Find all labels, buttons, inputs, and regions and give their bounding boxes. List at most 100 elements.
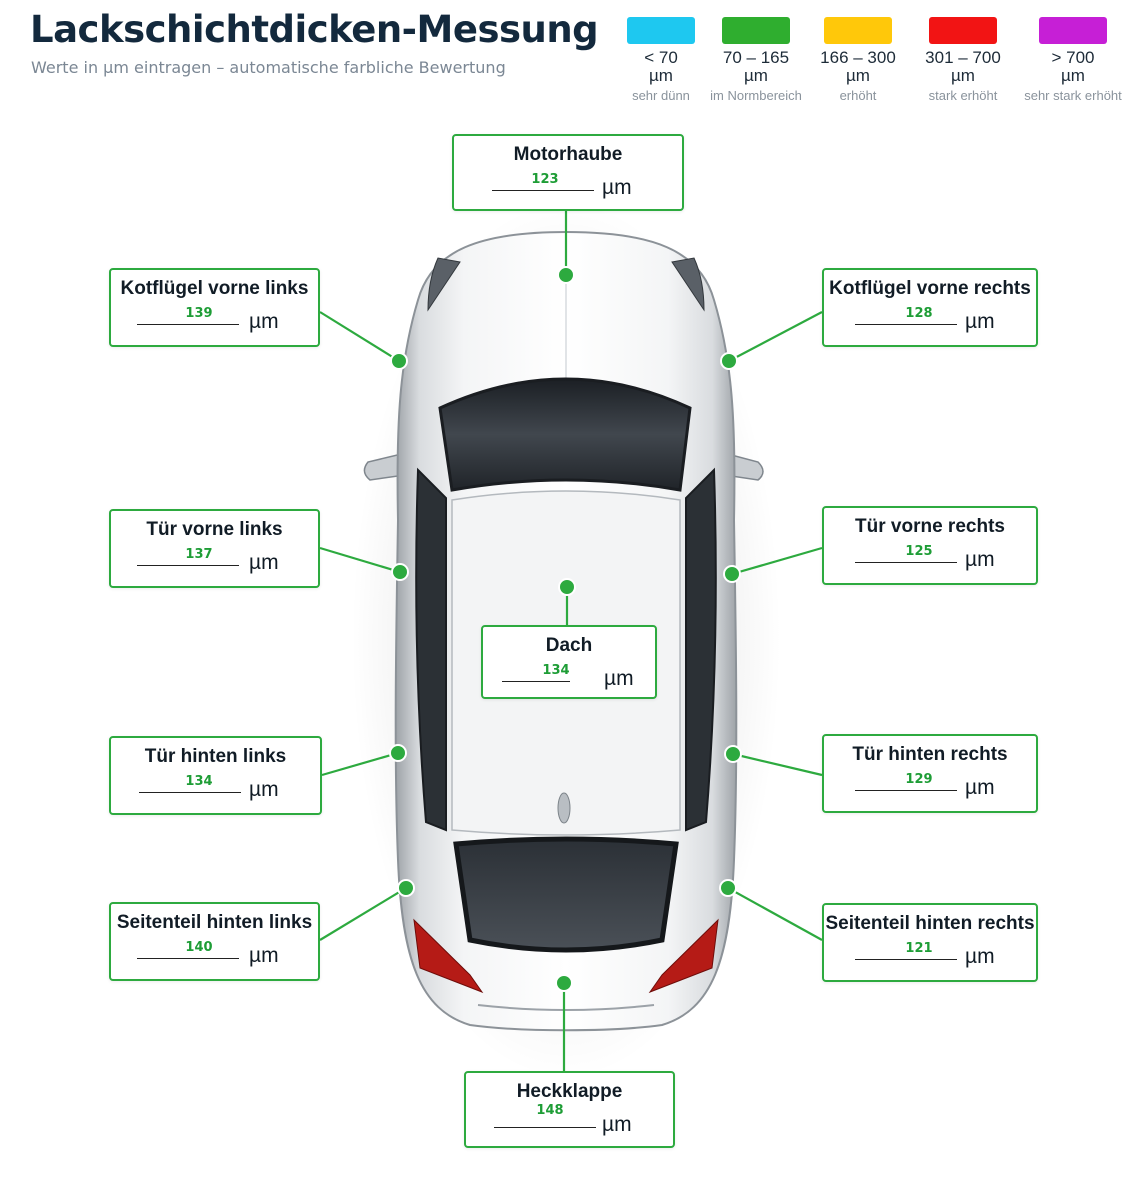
panel-label: Heckklappe <box>516 1081 623 1102</box>
legend-description: sehr dünn <box>632 88 690 103</box>
box-heckklappe: Heckklappe 148 µm <box>464 1071 675 1148</box>
input-underline <box>855 790 957 791</box>
unit-label: µm <box>965 945 995 968</box>
legend-description: stark erhöht <box>928 88 998 103</box>
legend-unit: µm <box>951 66 975 85</box>
windshield <box>438 377 692 492</box>
input-underline <box>855 562 957 563</box>
box-kotfluegel-vorne-rechts: Kotflügel vorne rechts 128 µm <box>822 268 1038 347</box>
unit-label: µm <box>965 310 995 333</box>
connector-tuer-vl <box>319 546 401 574</box>
connector-kotfluegel-vr <box>728 311 823 362</box>
legend-item-very-thin: < 70 µm sehr dünn <box>606 17 716 107</box>
measurement-input[interactable]: 125 <box>905 544 933 559</box>
legend-unit: µm <box>846 66 870 85</box>
input-underline <box>139 792 241 793</box>
legend-range: 166 – 300 <box>820 48 896 67</box>
measurement-input[interactable]: 140 <box>185 940 213 955</box>
connector-seitenteil-hr <box>727 887 823 941</box>
point-tuer-hr[interactable] <box>724 745 742 763</box>
measurement-input[interactable]: 134 <box>185 774 213 789</box>
measurement-input[interactable]: 129 <box>905 772 933 787</box>
point-dach[interactable] <box>558 578 576 596</box>
measurement-input[interactable]: 128 <box>905 306 933 321</box>
headlight-left <box>427 257 461 312</box>
antenna <box>557 792 571 824</box>
point-tuer-vr[interactable] <box>723 565 741 583</box>
legend-item-normal: 70 – 165 µm im Normbereich <box>701 17 811 107</box>
legend-range: 70 – 165 <box>722 48 790 67</box>
page-subtitle: Werte in µm eintragen – automatische far… <box>31 58 506 77</box>
point-kotfluegel-vr[interactable] <box>720 352 738 370</box>
rear-window <box>453 836 679 953</box>
unit-label: µm <box>249 944 279 967</box>
panel-label: Tür vorne rechts <box>855 516 1005 537</box>
point-tuer-hl[interactable] <box>389 744 407 762</box>
window-right <box>685 467 717 832</box>
input-underline <box>494 1127 596 1128</box>
measurement-input[interactable]: 134 <box>542 663 570 678</box>
legend-item-strongly-elevated: 301 – 700 µm stark erhöht <box>908 17 1018 107</box>
point-motorhaube[interactable] <box>557 266 575 284</box>
panel-label: Seitenteil hinten rechts <box>825 913 1035 934</box>
legend-unit: µm <box>1061 66 1085 85</box>
input-underline <box>502 681 570 682</box>
legend-description: im Normbereich <box>710 88 802 103</box>
legend-range: 301 – 700 <box>925 48 1001 67</box>
point-heckklappe[interactable] <box>555 974 573 992</box>
taillight-right <box>648 918 719 994</box>
measurement-input[interactable]: 148 <box>536 1103 564 1118</box>
page-title: Lackschichtdicken-Messung <box>30 8 599 51</box>
measurement-input[interactable]: 123 <box>531 172 559 187</box>
input-underline <box>137 958 239 959</box>
input-underline <box>855 959 957 960</box>
legend-swatch <box>1039 17 1107 44</box>
unit-label: µm <box>965 776 995 799</box>
legend-swatch <box>627 17 695 44</box>
box-tuer-hinten-rechts: Tür hinten rechts 129 µm <box>822 734 1038 813</box>
input-underline <box>137 324 239 325</box>
point-kotfluegel-vl[interactable] <box>390 352 408 370</box>
measurement-input[interactable]: 139 <box>185 306 213 321</box>
box-seitenteil-hinten-rechts: Seitenteil hinten rechts 121 µm <box>822 903 1038 982</box>
box-tuer-vorne-links: Tür vorne links 137 µm <box>109 509 320 588</box>
measurement-input[interactable]: 137 <box>185 547 213 562</box>
panel-label: Kotflügel vorne links <box>120 278 309 299</box>
connector-tuer-hr <box>732 752 823 777</box>
panel-label: Seitenteil hinten links <box>116 912 313 933</box>
measurement-points <box>389 266 742 992</box>
legend-range: > 700 <box>1051 48 1095 67</box>
point-seitenteil-hr[interactable] <box>719 879 737 897</box>
box-dach: Dach 134 µm <box>481 625 657 699</box>
unit-label: µm <box>602 1113 632 1136</box>
connector-tuer-hl <box>321 751 399 777</box>
window-left <box>415 467 447 832</box>
legend-range: < 70 <box>644 48 678 67</box>
legend-description: sehr stark erhöht <box>1024 88 1122 103</box>
legend-item-elevated: 166 – 300 µm erhöht <box>803 17 913 107</box>
box-tuer-vorne-rechts: Tür vorne rechts 125 µm <box>822 506 1038 585</box>
legend-swatch <box>929 17 997 44</box>
box-seitenteil-hinten-links: Seitenteil hinten links 140 µm <box>109 902 320 981</box>
legend-swatch <box>722 17 790 44</box>
headlight-right <box>671 257 705 312</box>
legend-unit: µm <box>744 66 768 85</box>
connector-tuer-vr <box>731 546 823 576</box>
input-underline <box>492 190 594 191</box>
legend-description: erhöht <box>839 88 877 103</box>
box-tuer-hinten-links: Tür hinten links 134 µm <box>109 736 322 815</box>
point-seitenteil-hl[interactable] <box>397 879 415 897</box>
point-tuer-vl[interactable] <box>391 563 409 581</box>
measurement-input[interactable]: 121 <box>905 941 933 956</box>
connector-kotfluegel-vl <box>319 311 400 362</box>
connector-lines <box>319 211 823 1071</box>
panel-label: Motorhaube <box>513 144 623 165</box>
panel-label: Tür hinten rechts <box>852 744 1008 765</box>
legend-unit: µm <box>649 66 673 85</box>
panel-label: Tür hinten links <box>144 746 287 767</box>
legend-swatch <box>824 17 892 44</box>
box-motorhaube: Motorhaube 123 µm <box>452 134 684 211</box>
unit-label: µm <box>249 310 279 333</box>
panel-label: Dach <box>545 635 593 656</box>
unit-label: µm <box>249 551 279 574</box>
